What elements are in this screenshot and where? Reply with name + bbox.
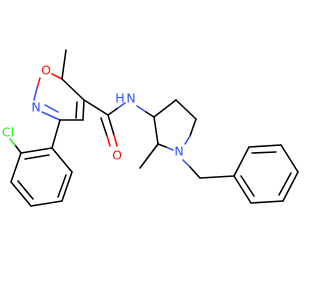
bond-c4-c5 [61, 78, 85, 101]
bond-pyr-c5-n-b [184, 135, 191, 145]
bond-n-c3 [41, 111, 61, 121]
bond-carbonyl-o-double [100, 117, 108, 137]
bond-ch2-phenyl [199, 175, 235, 179]
atom-o-isoxazole: O [41, 63, 51, 78]
atom-o-carbonyl: O [112, 148, 122, 163]
bond-cp-2 [61, 171, 73, 202]
molecule-canvas: O N O N H N Cl [1, 49, 299, 207]
bond-cp-3 [30, 200, 63, 207]
bond-n-ch2-a [182, 159, 191, 168]
bond-methyl-isoxazole [61, 49, 67, 80]
bond-carbonyl-o-b [113, 134, 118, 147]
atom-n-pyrrolidine: N [174, 144, 183, 159]
bond-n-c3pyr-a [136, 105, 147, 113]
structure-diagram: O N O N H N Cl [2, 49, 299, 207]
bond-carbonyl-o-double-b [106, 135, 111, 147]
atom-h-amide: H [115, 91, 124, 106]
bond-pyr-n-c2-a [165, 146, 174, 151]
bond-o-n [36, 77, 41, 89]
bond-cp-4-inner [17, 180, 34, 200]
bond-ph-2 [248, 144, 282, 148]
bond-cp-2-inner [57, 174, 67, 198]
atom-n-isoxazole: N [31, 100, 40, 115]
bond-methyl-pyrrolidine [139, 143, 159, 169]
bond-n-c3pyr-b [145, 111, 155, 118]
bond-ph-6-inner [240, 175, 255, 197]
bond-pyr-c4-c5 [175, 99, 197, 120]
bond-pyr-c5-n [189, 118, 197, 137]
atom-n-amide: N [126, 91, 135, 106]
bond-ph-5 [250, 200, 284, 204]
benzyl-phenyl-ring [233, 144, 299, 204]
bond-c3-c4 [82, 99, 85, 121]
bond-n-c3-double [44, 104, 59, 113]
bond-ph-1 [233, 146, 250, 177]
bond-cp-4 [10, 181, 32, 207]
bond-n-ch2-b [189, 166, 201, 179]
bond-ph-4 [282, 171, 299, 202]
atom-cl: Cl [2, 125, 14, 140]
bond-ph-6 [233, 175, 252, 204]
bond-c-cl-a [14, 144, 22, 154]
bond-pyr-c2-c3 [153, 116, 159, 145]
bond-carbonyl-n [107, 107, 119, 116]
pyrrolidine-ring [153, 99, 197, 151]
bond-cp-1 [51, 147, 73, 173]
bond-pyr-c3-c4 [153, 99, 177, 118]
bond-c5-o [51, 73, 63, 80]
bond-ph-3 [280, 144, 299, 173]
bond-cp-5 [10, 152, 22, 183]
bond-pyr-n-c2-b [157, 143, 167, 148]
bond-cp-6 [20, 147, 53, 154]
isoxazole-ring [33, 73, 85, 121]
bond-c3-c4-double [75, 101, 78, 119]
bond-c3-chlorophenyl [51, 119, 61, 149]
bond-c-cl-b [9, 138, 16, 146]
bond-ph-2-inner [251, 151, 277, 154]
bond-ph-4-inner [278, 172, 292, 196]
bond-cp-6-inner [24, 154, 50, 160]
bond-c4-carbonyl [83, 99, 109, 116]
chlorophenyl-ring [10, 147, 73, 207]
amide-group [83, 99, 155, 147]
bond-o-n-2 [33, 87, 38, 101]
bond-carbonyl-o [107, 114, 115, 136]
bond-carbonyl-n-b [117, 102, 126, 109]
